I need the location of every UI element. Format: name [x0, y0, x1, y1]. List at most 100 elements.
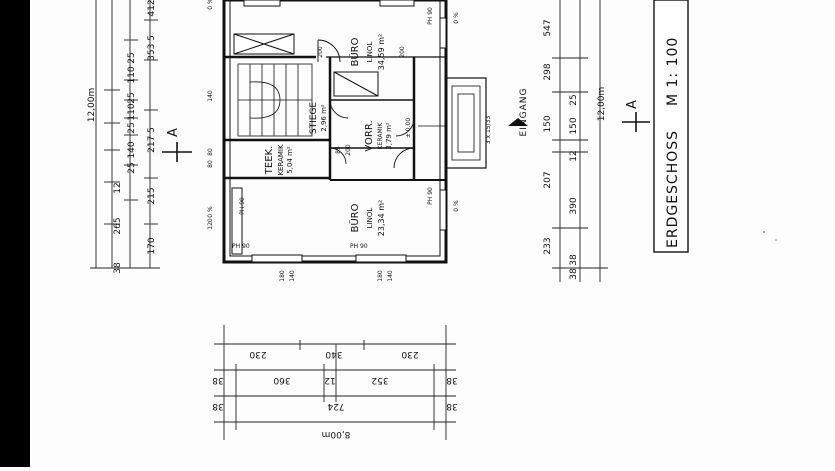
svg-text:KERAMIK: KERAMIK — [277, 144, 285, 175]
bottom-row1-dim-2: 340 — [325, 349, 342, 359]
room-buero-lower: BÜRO LINOL 23,34 m² — [348, 200, 386, 236]
entrance-arrow-icon — [508, 118, 528, 126]
svg-text:23,34 m²: 23,34 m² — [377, 200, 386, 236]
left-inner-dim-2: 110 — [127, 66, 137, 83]
built-in-cabinets — [231, 33, 379, 255]
room-teekueche: TEEK. KERAMIK 5,04 m² — [264, 144, 294, 175]
level-zero-mark: ± 0.00 — [405, 118, 412, 138]
bottom-row2-dim-4: 352 — [371, 375, 388, 385]
right-inner-dim-2: 150 — [569, 117, 579, 134]
scan-specks — [763, 231, 777, 241]
slope-mark-2: 0 % — [453, 200, 460, 212]
bottom-row2-dim-1: 38 — [212, 375, 224, 385]
left-inner-dim-10: 38 — [113, 262, 123, 274]
opening-label-8: 80 — [207, 160, 214, 168]
svg-text:TEEK.: TEEK. — [264, 146, 275, 175]
left-inner-dim-8: 12 — [113, 182, 123, 193]
left-dimension-4: 215 — [147, 187, 157, 204]
paper — [30, 0, 835, 467]
slope-mark-4: 0 % — [207, 0, 214, 10]
left-inner-dim-9: 265 — [113, 217, 123, 234]
svg-text:3,79 m²: 3,79 m² — [385, 122, 393, 150]
opening-label-11: 85 — [335, 146, 342, 154]
opening-label-4: 140 — [387, 270, 394, 282]
opening-label-3: 180 — [377, 270, 384, 282]
opening-label-1: 180 — [279, 270, 286, 282]
section-label-left: A — [166, 128, 181, 137]
section-marker-left: A — [162, 128, 192, 162]
left-inner-dim-6: 140 — [127, 141, 137, 158]
left-dimension-5: 170 — [147, 237, 157, 254]
bottom-row2-dim-3: 12 — [324, 375, 335, 385]
level-mark-ph-5: PH 90 — [350, 243, 368, 250]
right-inner-dim-3: 12 — [569, 150, 579, 161]
svg-text:VORR.: VORR. — [364, 120, 375, 151]
door-swings — [317, 39, 415, 169]
entrance-label: EINGANG — [519, 88, 529, 137]
opening-label-10: 140 — [207, 90, 214, 102]
drawing-scale: M 1: 100 — [665, 37, 681, 106]
svg-text:34,59 m²: 34,59 m² — [377, 34, 386, 70]
right-dimension-1: 547 — [543, 19, 553, 36]
level-mark-ph-2: PH 90 — [427, 187, 434, 205]
staircase — [237, 63, 313, 137]
room-buero-upper: BÜRO LINOL 34,59 m² — [348, 34, 386, 70]
left-inner-dim-1: 25 — [127, 52, 137, 63]
title-block: ERDGESCHOSS M 1: 100 — [653, 0, 689, 253]
bottom-dimension-lines — [214, 325, 456, 440]
left-dimension-1: 412 — [147, 0, 157, 17]
entrance-steps-label: 3 x 15/33 — [485, 116, 492, 145]
right-inner-dim-4: 390 — [569, 197, 579, 214]
svg-text:LINOL: LINOL — [366, 208, 374, 229]
room-vorraum: VORR. KERAMIK 3,79 m² — [364, 120, 393, 151]
room-stiege: STIEGE 2,96 m² — [309, 102, 328, 135]
left-inner-dim-4: 110 — [127, 103, 137, 120]
opening-label-2: 140 — [289, 270, 296, 282]
bottom-row3-dim-3: 38 — [446, 401, 458, 411]
opening-label-12: 200 — [345, 144, 352, 156]
slope-mark-3: 0 % — [207, 206, 214, 218]
svg-text:LINOL: LINOL — [366, 42, 374, 63]
svg-text:KERAMIK: KERAMIK — [377, 122, 384, 150]
level-mark-ph-1: PH 90 — [427, 7, 434, 25]
left-inner-dim-5: 25 — [127, 122, 137, 133]
opening-label-6: 200 — [399, 46, 406, 58]
bottom-row1-dim-1: 230 — [249, 349, 266, 359]
svg-text:BÜRO: BÜRO — [348, 203, 361, 232]
right-dimension-6: 38 — [569, 268, 579, 280]
left-inner-dim-3: 25 — [127, 92, 137, 103]
bottom-row3-dim-2: 724 — [327, 401, 344, 411]
bottom-row1-dim-3: 230 — [401, 349, 418, 359]
left-dimension-3: 217 5 — [147, 127, 157, 153]
opening-label-5: 200 — [317, 46, 324, 58]
svg-text:BÜRO: BÜRO — [348, 37, 361, 66]
section-marker-right: A — [622, 100, 650, 132]
left-overall-dimension: 12,00m — [87, 88, 97, 123]
bottom-row2-dim-5: 38 — [446, 375, 458, 385]
right-dimension-2: 298 — [543, 63, 553, 80]
level-mark-ph-3: PH 90 — [239, 197, 246, 215]
bottom-row2-dim-2: 360 — [273, 375, 290, 385]
right-dimension-3: 150 — [543, 115, 553, 132]
svg-text:5,04 m²: 5,04 m² — [286, 146, 294, 174]
left-inner-dim-7: 25 — [127, 162, 137, 173]
svg-text:STIEGE: STIEGE — [309, 102, 319, 135]
slope-mark-1: 0 % — [453, 12, 460, 24]
right-overall-dimension: 12,00m — [597, 87, 607, 122]
right-dimension-4: 207 — [543, 171, 553, 188]
scan-border — [0, 0, 30, 467]
svg-text:2,96 m²: 2,96 m² — [320, 104, 328, 132]
opening-label-7: 80 — [207, 148, 214, 156]
left-dimension-lines — [90, 0, 160, 269]
right-dimension-5: 233 — [543, 237, 553, 254]
right-inner-dim-5: 38 — [569, 254, 579, 266]
opening-label-9: 120 — [207, 218, 214, 230]
left-dimension-2: 353 5 — [147, 35, 157, 61]
section-label-right: A — [625, 100, 640, 109]
drawing-title: ERDGESCHOSS — [665, 130, 681, 248]
right-dimension-lines — [552, 0, 608, 282]
level-mark-ph-4: PH 90 — [232, 243, 250, 250]
bottom-overall-dimension: 8,00m — [322, 429, 351, 439]
